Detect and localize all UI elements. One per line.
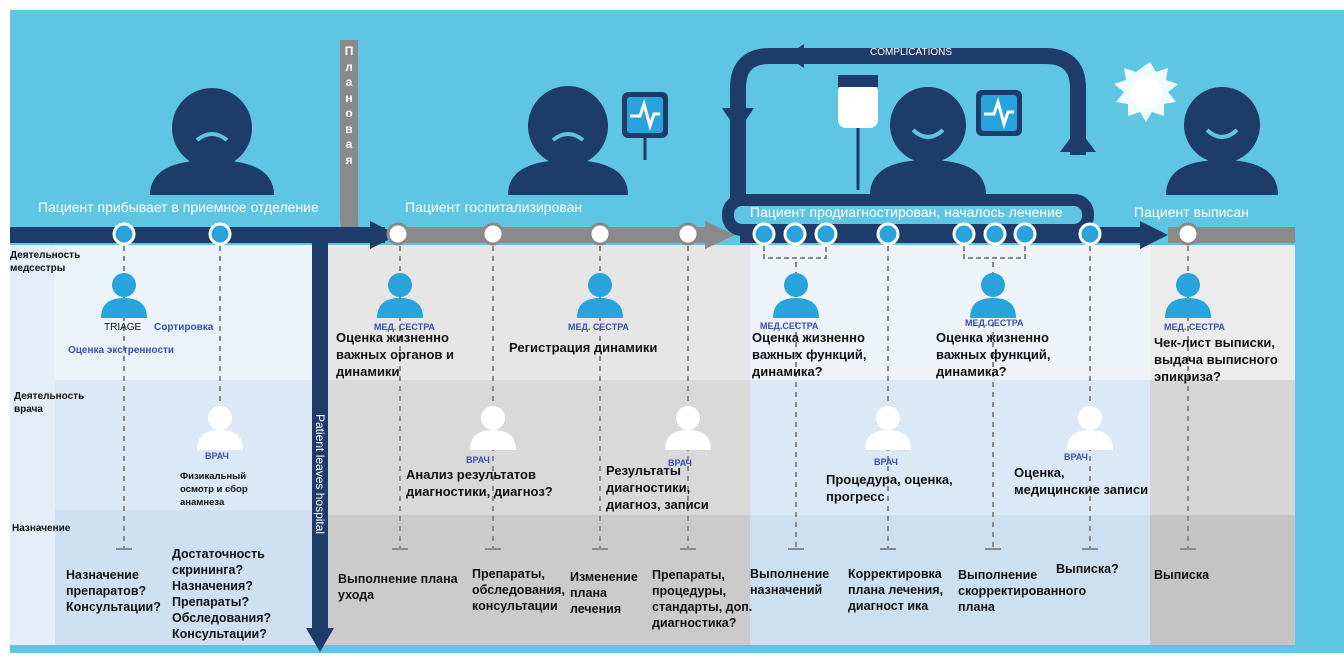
- planned-letter: л: [345, 59, 353, 74]
- doctor-role: ВРАЧ: [466, 455, 490, 465]
- doctor-role: ВРАЧ: [874, 457, 898, 467]
- doctor-icon: [1067, 406, 1113, 450]
- order-1: Назначение препаратов? Консультации?: [66, 568, 161, 614]
- urgency-label: Оценка экстренности: [68, 345, 175, 356]
- nurse-role: МЕД.СЕСТРА: [760, 321, 819, 331]
- nurse-icons: [101, 273, 1211, 318]
- timeline-nodes: [112, 222, 1200, 246]
- nurse-role: МЕД.СЕСТРА: [965, 318, 1024, 328]
- stage-discharged: Пациент выписан: [1134, 204, 1249, 220]
- planned-letter: о: [345, 106, 353, 120]
- doctor-task-3: Результаты диагностики, диагноз, записи: [606, 463, 709, 512]
- order-9: Выполнение скорректированного плана: [958, 568, 1087, 614]
- order-2: Достаточность скрининга? Назначения? Пре…: [172, 547, 272, 641]
- nurse-icon: [970, 273, 1016, 318]
- doctor-task-1: Физикальный осмотр и сбор анамнеза: [180, 471, 248, 508]
- nurse-icon: [1165, 273, 1211, 318]
- nurse-icon: [577, 273, 623, 318]
- planned-letter: П: [344, 44, 354, 58]
- order-4: Препараты, обследования, консультации: [472, 567, 565, 613]
- doctor-role: ВРАЧ: [205, 451, 229, 461]
- order-10: Выписка?: [1056, 562, 1119, 576]
- lane-doctor: Деятельность врача: [14, 391, 85, 415]
- nurse-role: МЕД. СЕСТРА: [374, 322, 435, 332]
- doctor-icon: [470, 406, 516, 450]
- nurse-icon: [773, 273, 819, 318]
- stage-treatment: Пациент продиагностирован, началось лече…: [750, 204, 1063, 220]
- planned-letter: я: [345, 152, 353, 167]
- nurse-task-1: Оценка жизненно важных органов и динамик…: [336, 330, 454, 379]
- nurse-icon: [101, 273, 147, 318]
- sad-patient-icon: [150, 88, 274, 195]
- planned-letter: в: [345, 121, 353, 136]
- nurse-task-5: Чек-лист выписки, выдача выписного эпикр…: [1154, 335, 1278, 384]
- planned-letter: н: [345, 90, 353, 105]
- doctor-icon: [865, 406, 911, 450]
- doctor-icon: [197, 406, 243, 450]
- sort-label: Сортировка: [154, 322, 214, 333]
- order-6: Препараты, процедуры, стандарты, доп. ди…: [652, 568, 753, 630]
- doctor-role: ВРАЧ: [1064, 452, 1088, 462]
- lane-order: Назначение: [12, 523, 71, 534]
- leaves-arrow: [300, 230, 334, 652]
- doctor-task-5: Оценка, медицинские записи: [1014, 465, 1149, 497]
- sun-icon: [1114, 62, 1178, 122]
- order-3: Выполнение плана ухода: [338, 572, 458, 602]
- triage-label: TRIAGE: [104, 322, 142, 333]
- order-11: Выписка: [1154, 568, 1210, 582]
- doctor-task-4: Процедура, оценка, прогресс: [826, 472, 953, 504]
- happy-patient-iv-monitor-icon: [838, 75, 1022, 195]
- order-8: Корректировка плана лечения, диагност ик…: [848, 567, 944, 613]
- nurse-task-3: Оценка жизненно важных функций, динамика…: [752, 330, 867, 379]
- leaves-label: Patient leaves hospital: [313, 414, 327, 535]
- stage-hospitalized: Пациент госпитализирован: [405, 199, 583, 215]
- doctor-icon: [665, 406, 711, 450]
- order-5: Изменение плана лечения: [570, 570, 638, 616]
- doctor-icons: [197, 406, 1113, 450]
- nurse-role: МЕД. СЕСТРА: [1164, 322, 1225, 332]
- complications-label: COMPLICATIONS: [870, 47, 953, 58]
- happy-patient-sun-icon: [1114, 62, 1278, 195]
- nurse-task-4: Оценка жизненно важных функций, динамика…: [936, 330, 1051, 379]
- planned-letter: а: [345, 75, 353, 89]
- complications-loop: [730, 48, 1086, 205]
- sad-patient-monitor-icon: [508, 86, 668, 195]
- lane-nurse: Деятельность медсестры: [10, 250, 81, 274]
- order-7: Выполнение назначений: [750, 567, 830, 597]
- node-brackets: [763, 246, 1026, 259]
- nurse-icon: [377, 273, 423, 318]
- nurse-task-2: Регистрация динамики: [509, 340, 658, 355]
- doctor-task-2: Анализ результатов диагностики, диагноз?: [406, 467, 553, 499]
- stage-arrival: Пациент прибывает в приемное отделение: [38, 199, 319, 215]
- nurse-role: МЕД. СЕСТРА: [568, 322, 629, 332]
- doctor-role: ВРАЧ: [668, 458, 692, 468]
- planned-letter: а: [345, 137, 353, 151]
